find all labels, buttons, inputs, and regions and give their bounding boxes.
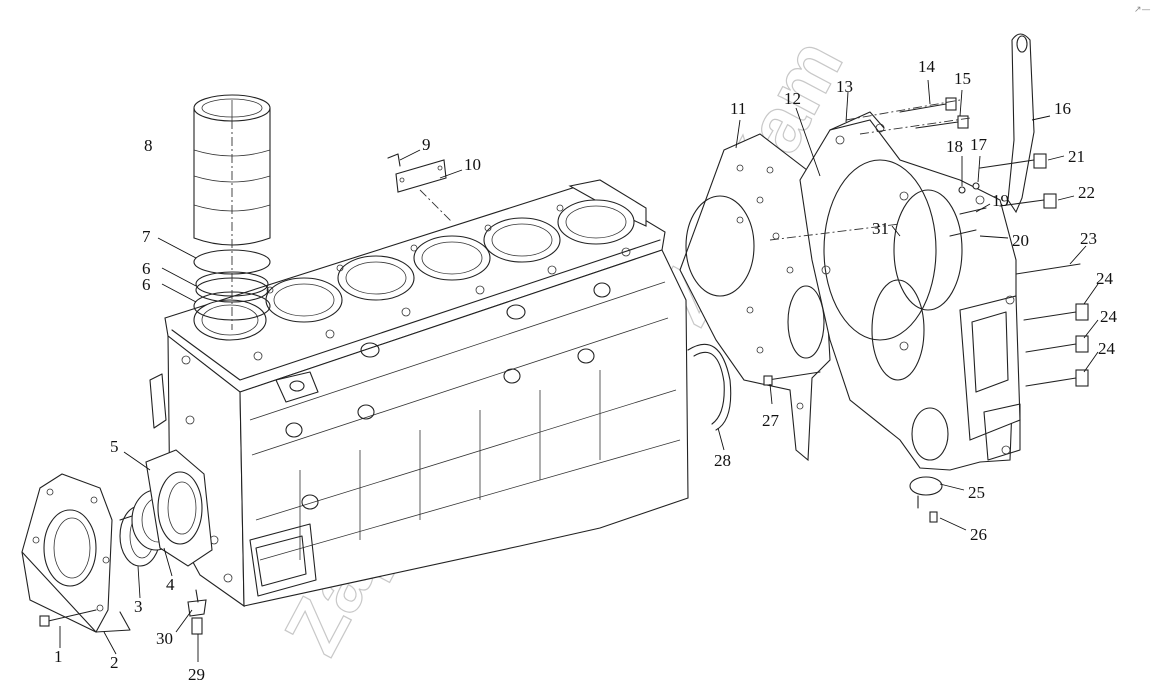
callout-7: 7: [142, 227, 151, 246]
callout-21: 21: [1068, 147, 1085, 166]
timing-gear-housing: [799, 111, 1021, 471]
callout-1: 1: [54, 647, 63, 666]
callout-20: 20: [1012, 231, 1029, 250]
callout-4: 4: [166, 575, 175, 594]
callout-16: 16: [1054, 99, 1071, 118]
callout-19: 19: [992, 191, 1009, 210]
callout-10: 10: [464, 155, 481, 174]
callout-24a: 24: [1096, 269, 1114, 288]
callout-labels: 1 2 3 4 5 6 6 7 8 9 10 11 12 13 14 15 16…: [54, 57, 1118, 684]
callout-23: 23: [1080, 229, 1097, 248]
cover-25-bolt-26: [909, 476, 943, 523]
callout-18: 18: [946, 137, 963, 156]
cylinder-block: [149, 179, 689, 608]
callout-27: 27: [762, 411, 780, 430]
callout-12: 12: [784, 89, 801, 108]
callout-5: 5: [110, 437, 119, 456]
callout-25: 25: [968, 483, 985, 502]
leader-lines: [59, 79, 1099, 662]
callout-22: 22: [1078, 183, 1095, 202]
callout-3: 3: [134, 597, 143, 616]
corner-mark: ↗—: [1134, 5, 1151, 15]
rear-oil-seal-housing: [21, 473, 131, 633]
callout-9: 9: [422, 135, 431, 154]
bolt-27: [763, 371, 821, 386]
callout-15: 15: [954, 69, 971, 88]
callout-28: 28: [714, 451, 731, 470]
callout-6a: 6: [142, 259, 151, 278]
bolts-14-15-21-22-23-24: [899, 97, 1089, 387]
callout-14: 14: [918, 57, 936, 76]
small-parts-17-20: [949, 182, 987, 237]
callout-8: 8: [144, 136, 153, 155]
callout-2: 2: [110, 653, 119, 672]
callout-11: 11: [730, 99, 746, 118]
callout-24c: 24: [1098, 339, 1116, 358]
inspection-cover-plate: [387, 153, 447, 193]
callout-26: 26: [970, 525, 987, 544]
callout-6b: 6: [142, 275, 151, 294]
callout-24b: 24: [1100, 307, 1118, 326]
callout-29: 29: [188, 665, 205, 684]
seal-ring-28: [687, 343, 732, 431]
callout-17: 17: [970, 135, 988, 154]
cylinder-liner: [193, 94, 271, 246]
seal-carrier-5: [145, 449, 213, 567]
callout-30: 30: [156, 629, 173, 648]
bolt-1: [39, 609, 97, 627]
callout-31: 31: [872, 219, 889, 238]
sensor-29-30: [187, 589, 207, 635]
callout-13: 13: [836, 77, 853, 96]
lifting-bracket-16: [1007, 33, 1035, 214]
